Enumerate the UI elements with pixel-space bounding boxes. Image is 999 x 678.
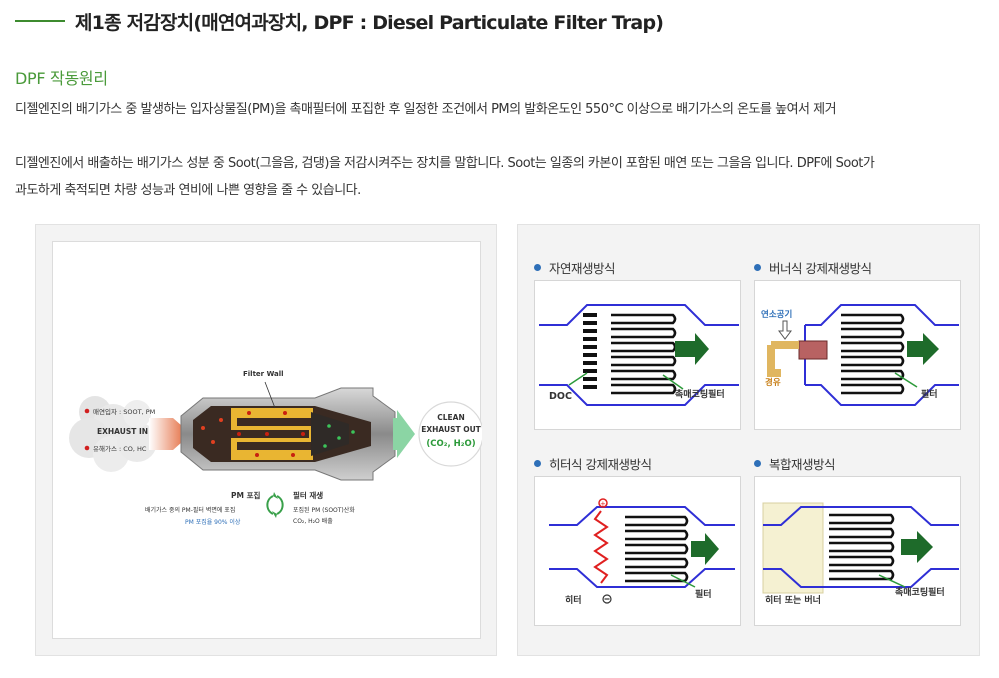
regen-methods-panel: 자연재생방식 DOC 촉매코팅 — [517, 224, 980, 656]
clean-label: CLEAN — [437, 413, 465, 422]
heater-or-burner-zone — [762, 502, 824, 594]
heater-label: 히터 — [565, 594, 582, 606]
filter-regen-label: 필터 재생 — [293, 490, 323, 500]
method-natural-title: 자연재생방식 — [534, 258, 616, 277]
page-title: 제1종 저감장치(매연여과장치, DPF : Diesel Particulat… — [75, 11, 664, 34]
positive-terminal-icon — [598, 498, 608, 508]
clean-out-circle — [418, 401, 482, 467]
bullet-icon — [754, 264, 761, 271]
method-natural-diagram: DOC 촉매코팅필터 — [534, 280, 741, 430]
method-burner-title-text: 버너식 강제재생방식 — [769, 261, 872, 276]
natural-regen-diagram: DOC 촉매코팅필터 — [539, 304, 739, 406]
method-combined-title-text: 복합재생방식 — [769, 457, 836, 472]
method-combined-diagram: 히터 또는 버너 촉매코팅필터 — [754, 476, 961, 626]
exhaust-cloud — [69, 396, 157, 472]
inlet-gas-label: 유해가스 : CO, HC — [93, 444, 147, 453]
method-heater-title: 히터식 강제재생방식 — [534, 454, 652, 473]
heater-filter-label: 필터 — [695, 588, 712, 600]
out-formula-label: (CO₂, H₂O) — [426, 439, 475, 449]
dpf-diagram-panel: 매연입자 : SOOT, PM EXHAUST IN 유해가스 : CO, HC — [35, 224, 497, 656]
plus-sign: + — [600, 500, 606, 508]
method-natural-title-text: 자연재생방식 — [549, 261, 616, 276]
soot-dot-icon — [84, 408, 90, 414]
paragraph-2-line-1: 디젤엔진에서 배출하는 배기가스 성분 중 Soot(그을음, 검댕)을 저감시… — [15, 156, 875, 171]
pm-capture-desc: 배기가스 중의 PM-필터 벽면에 포집 — [145, 506, 235, 514]
burner-air-label: 연소공기 — [761, 309, 792, 320]
method-heater-title-text: 히터식 강제재생방식 — [549, 457, 652, 472]
dpf-diagram: 매연입자 : SOOT, PM EXHAUST IN 유해가스 : CO, HC — [69, 370, 482, 526]
burner-fuel-label: 경유 — [765, 377, 781, 388]
method-burner-title: 버너식 강제재생방식 — [754, 258, 872, 277]
section-subtitle: DPF 작동원리 — [15, 69, 108, 88]
filter-wall-label: Filter Wall — [243, 370, 284, 378]
filter-regen-desc-2: CO₂, H₂O 배출 — [293, 517, 333, 525]
pm-capture-rate: PM 포집율 90% 이상 — [185, 518, 241, 526]
dpf-diagram-frame: 매연입자 : SOOT, PM EXHAUST IN 유해가스 : CO, HC — [52, 241, 482, 639]
exhaust-out-label: EXHAUST OUT — [421, 425, 481, 434]
combined-regen-diagram: 히터 또는 버너 촉매코팅필터 — [762, 502, 959, 606]
filter-regen-desc-1: 포집된 PM (SOOT)산화 — [293, 506, 355, 514]
gas-dot-icon — [84, 445, 90, 451]
pm-capture-label: PM 포집 — [231, 490, 260, 500]
negative-terminal-icon — [602, 594, 612, 604]
soot-particles — [201, 411, 355, 457]
bullet-icon — [754, 460, 761, 467]
natural-doc-label: DOC — [549, 391, 572, 402]
combined-filter-label: 촉매코팅필터 — [895, 586, 945, 598]
natural-filter-label: 촉매코팅필터 — [675, 388, 725, 400]
paragraph-2: 디젤엔진에서 배출하는 배기가스 성분 중 Soot(그을음, 검댕)을 저감시… — [15, 150, 875, 204]
filter-wall-pointer — [264, 381, 276, 409]
burner-filter-label: 필터 — [921, 388, 938, 400]
method-burner-diagram: 연소공기 경유 필터 — [754, 280, 961, 430]
combined-heater-label: 히터 또는 버너 — [765, 594, 821, 606]
method-combined-title: 복합재생방식 — [754, 454, 836, 473]
method-heater-diagram: + 히터 필터 — [534, 476, 741, 626]
bullet-icon — [534, 460, 541, 467]
page-header: 제1종 저감장치(매연여과장치, DPF : Diesel Particulat… — [15, 8, 664, 34]
dpf-housing — [180, 387, 396, 481]
paragraph-1: 디젤엔진의 배기가스 중 발생하는 입자상물질(PM)을 촉매필터에 포집한 후… — [15, 102, 837, 117]
burner-regen-diagram: 연소공기 경유 필터 — [761, 304, 959, 406]
inlet-soot-label: 매연입자 : SOOT, PM — [93, 407, 155, 416]
exhaust-in-label: EXHAUST IN — [97, 427, 148, 436]
title-accent-line — [15, 20, 65, 22]
outlet-arrow — [393, 410, 415, 458]
cycle-arrows-icon — [266, 492, 284, 518]
paragraph-2-line-2: 과도하게 축적되면 차량 성능과 연비에 나쁜 영향을 줄 수 있습니다. — [15, 183, 361, 198]
heater-regen-diagram: + 히터 필터 — [549, 498, 735, 606]
bullet-icon — [534, 264, 541, 271]
